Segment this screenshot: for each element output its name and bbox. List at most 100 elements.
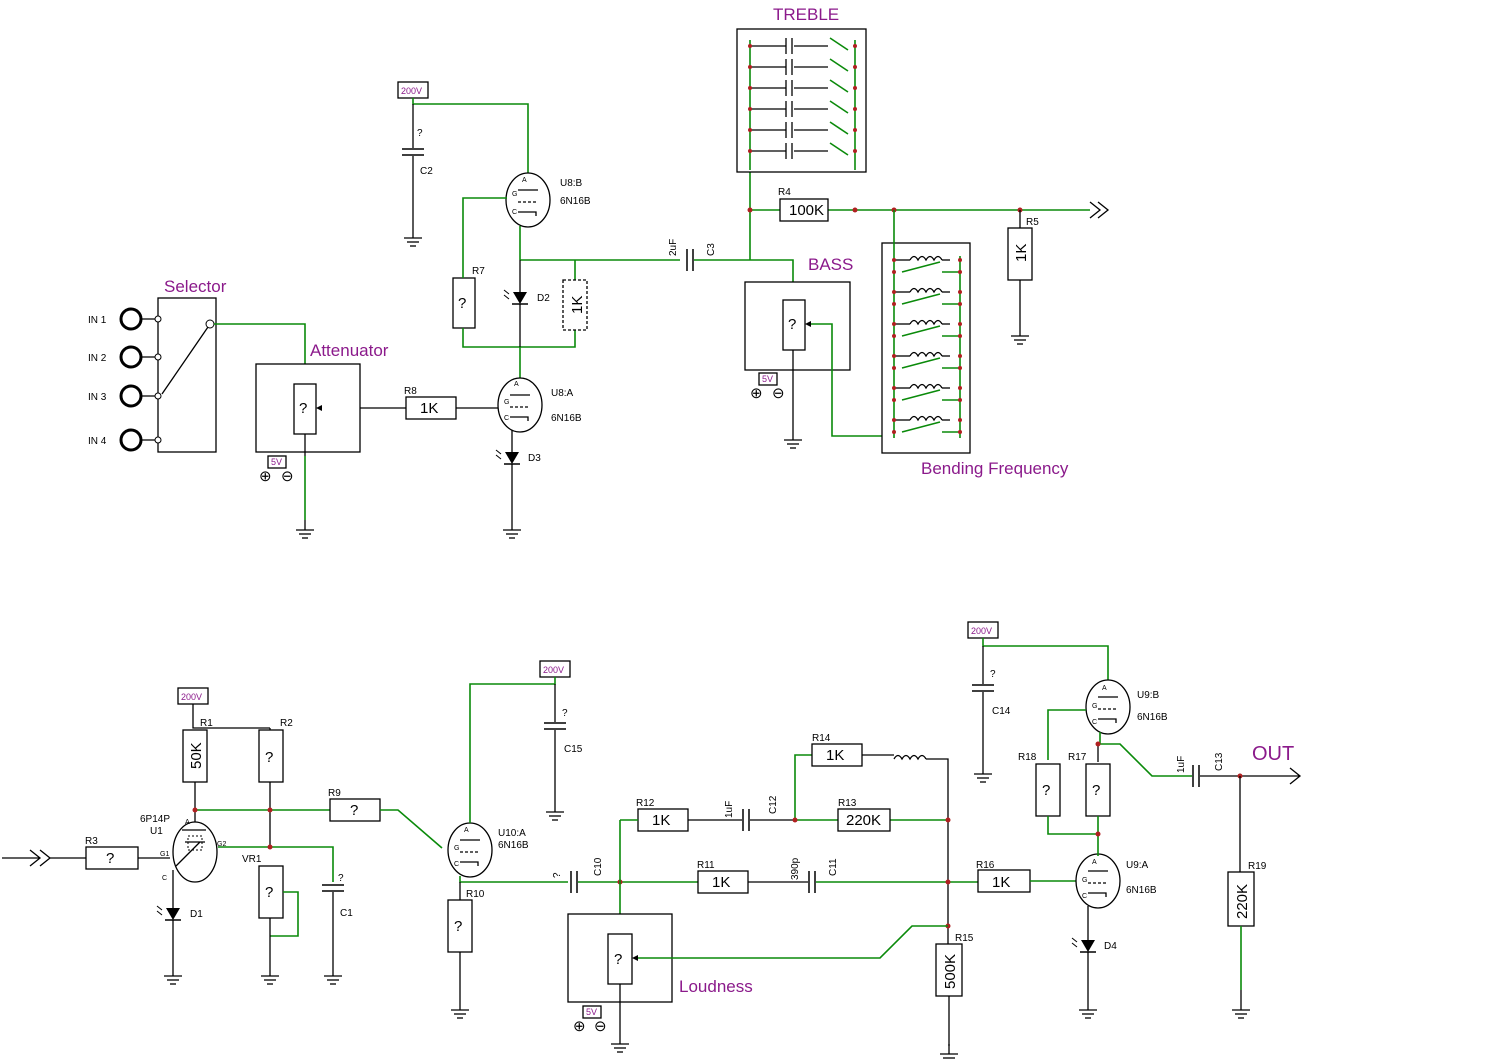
u9b-pin-a: A <box>1102 685 1107 692</box>
capacitor-c13 <box>1192 764 1200 788</box>
c2-value: ? <box>417 128 423 139</box>
r15-value: 500K <box>942 954 959 989</box>
r16-value: 1K <box>992 874 1010 891</box>
u8b-pin-g: G <box>512 191 517 198</box>
r1-ref: R1 <box>200 718 213 729</box>
u8a-pin-a: A <box>514 381 519 388</box>
c15-value: ? <box>562 708 568 719</box>
resistor-r10 <box>447 899 473 953</box>
u10a-ref: U10:A <box>498 828 526 839</box>
u9b-pin-c: C <box>1092 719 1097 726</box>
input-jack-3[interactable] <box>119 384 143 408</box>
resistor-r3 <box>85 846 139 870</box>
r4-ref: R4 <box>778 187 791 198</box>
r12-ref: R12 <box>636 798 655 809</box>
c10-value: ? <box>552 872 563 878</box>
resistor-r15 <box>935 943 963 997</box>
out-label: OUT <box>1252 743 1294 765</box>
capacitor-c14 <box>971 684 995 692</box>
d3-ref: D3 <box>528 453 541 464</box>
vr1-value: ? <box>265 884 273 901</box>
c1-ref: C1 <box>340 908 353 919</box>
tube-u8b <box>505 172 551 228</box>
u9a-pin-g: G <box>1082 877 1087 884</box>
u10a-pin-c: C <box>454 861 459 868</box>
r8-value: 1K <box>420 400 438 417</box>
ground-icon <box>450 999 470 1019</box>
capacitor-c15 <box>543 722 567 730</box>
ground-icon <box>323 965 343 985</box>
u8a-pin-c: C <box>504 415 509 422</box>
bass-5v-label <box>758 372 778 386</box>
r14-value: 1K <box>826 747 844 764</box>
r19-value: 220K <box>1234 884 1251 919</box>
resistor-r1 <box>182 729 208 783</box>
u9a-pin-a: A <box>1092 859 1097 866</box>
treble-switch-bank <box>736 28 867 173</box>
input-jack-4[interactable] <box>119 428 143 452</box>
ground-icon <box>1078 999 1098 1019</box>
ground-icon <box>403 227 423 247</box>
rk-value: 1K <box>569 296 586 314</box>
input-label-2: IN 2 <box>88 353 107 364</box>
selector-pole <box>205 319 215 329</box>
d2-ref: D2 <box>537 293 550 304</box>
input-jack-2[interactable] <box>119 345 143 369</box>
treble-label: TREBLE <box>773 5 839 24</box>
r3-value: ? <box>106 850 114 867</box>
r11-value: 1K <box>712 874 730 891</box>
diode-d1 <box>156 905 182 921</box>
r18-value: ? <box>1042 782 1050 799</box>
r18-ref: R18 <box>1018 752 1037 763</box>
hv-supply-text-4: 200V <box>971 626 992 636</box>
diode-d4 <box>1071 937 1097 953</box>
input-jack-1[interactable] <box>119 307 143 331</box>
u1-pin-a: A <box>185 819 190 826</box>
c15-ref: C15 <box>564 744 583 755</box>
ground-icon <box>783 429 803 449</box>
u9b-pin-g: G <box>1092 703 1097 710</box>
r7-value: ? <box>458 295 466 312</box>
c14-ref: C14 <box>992 706 1011 717</box>
resistor-r19 <box>1227 871 1255 927</box>
u9a-ref: U9:A <box>1126 860 1149 871</box>
attenuator-5v-text: 5V <box>271 457 282 467</box>
minus-icon: ⊖ <box>772 385 785 402</box>
r3-ref: R3 <box>85 836 98 847</box>
hv-supply-text-2: 200V <box>181 692 202 702</box>
resistor-r5 <box>1007 227 1033 281</box>
diode-d2 <box>503 289 529 305</box>
c13-ref: C13 <box>1214 752 1225 771</box>
plus-icon: ⊕ <box>750 385 763 402</box>
u8b-pin-c: C <box>512 209 517 216</box>
r13-ref: R13 <box>838 798 857 809</box>
output-arrow-icon <box>1089 201 1110 219</box>
u10a-type: 6N16B <box>498 840 529 851</box>
ground-icon <box>502 519 522 539</box>
r13-value: 220K <box>846 812 881 829</box>
u8b-pin-a: A <box>522 177 527 184</box>
capacitor-c11 <box>808 870 816 894</box>
u9a-type: 6N16B <box>1126 885 1157 896</box>
capacitor-c1 <box>321 884 345 892</box>
c11-ref: C11 <box>828 858 839 876</box>
bass-label: BASS <box>808 255 853 274</box>
ground-icon <box>1231 999 1251 1019</box>
c12-ref: C12 <box>768 795 779 814</box>
c2-ref: C2 <box>420 166 433 177</box>
loudness-pot <box>607 933 633 985</box>
r9-ref: R9 <box>328 788 341 799</box>
r2-ref: R2 <box>280 718 293 729</box>
u1-ref: U1 <box>150 826 163 837</box>
u1-pin-c: C <box>162 875 167 882</box>
c13-value: 1uF <box>1176 756 1187 773</box>
r10-ref: R10 <box>466 889 485 900</box>
resistor-r7 <box>452 277 476 329</box>
selector-label: Selector <box>164 277 227 296</box>
input-jacks <box>119 307 162 452</box>
bass-5v-text: 5V <box>762 374 773 384</box>
ground-icon <box>295 519 315 539</box>
tube-u1 <box>172 821 218 883</box>
input-arrow-icon <box>2 849 52 867</box>
resistor-r4 <box>779 198 829 222</box>
